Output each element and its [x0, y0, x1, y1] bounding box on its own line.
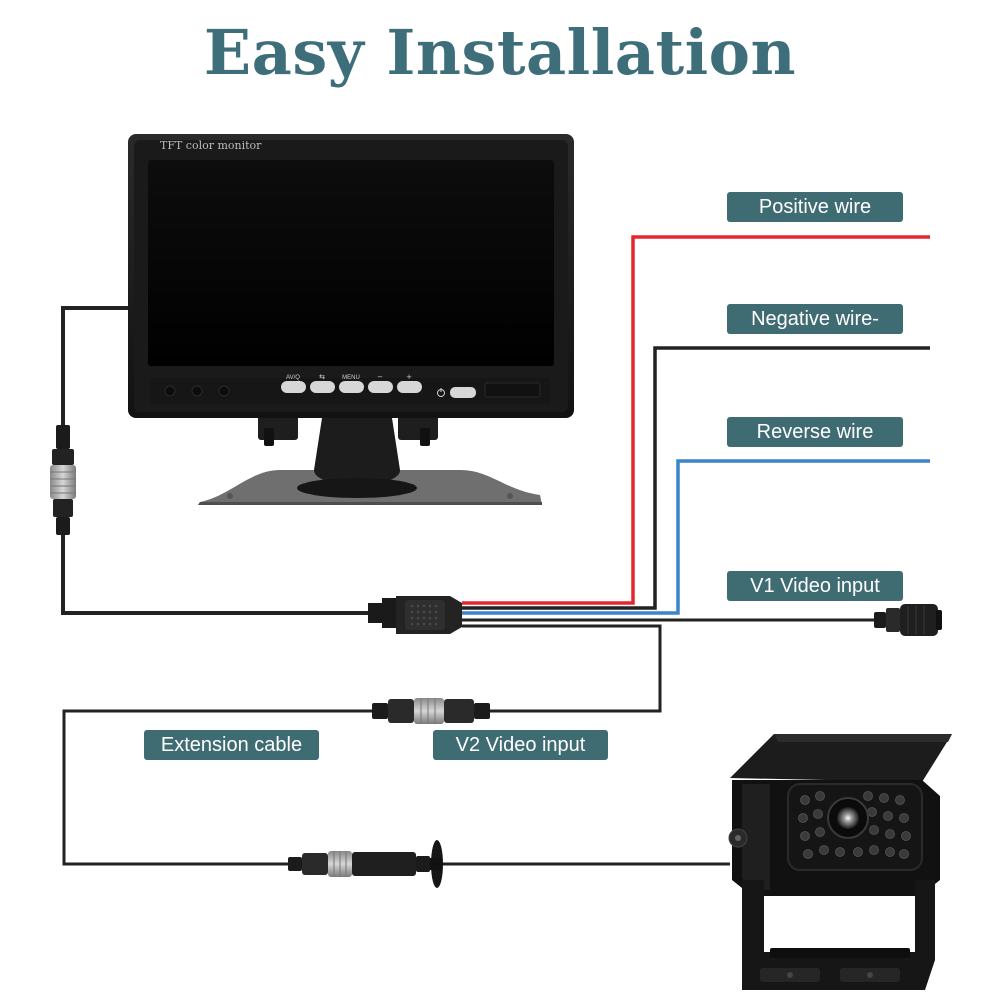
- monitor-aviation-connector: [50, 425, 76, 535]
- extension-cable-label: Extension cable: [144, 730, 319, 760]
- negative-wire: [462, 346, 930, 610]
- monitor-button-label: MENU: [342, 375, 360, 381]
- monitor-button-label: +: [406, 373, 412, 381]
- backup-camera: [728, 734, 952, 990]
- v2-video-connector: [372, 698, 490, 724]
- monitor-button-menu[interactable]: [339, 381, 364, 393]
- v2-video-cable: [462, 624, 662, 713]
- monitor-power-button[interactable]: [450, 387, 476, 398]
- v1-video-input-label: V1 Video input: [727, 571, 903, 601]
- reverse-wire: [462, 459, 930, 615]
- extension-cable-connector: [288, 840, 443, 888]
- monitor-button-row: AV/Q ⇆ MENU − +: [281, 373, 476, 398]
- positive-wire-label: Positive wire: [727, 192, 903, 222]
- extension-cable: [62, 709, 730, 866]
- page-title: Easy Installation: [203, 16, 797, 89]
- wire-junction-box: [368, 596, 462, 634]
- negative-wire-label: Negative wire-: [727, 304, 903, 334]
- tft-monitor: [128, 134, 574, 505]
- monitor-brand-text: TFT color monitor: [160, 139, 262, 152]
- monitor-cable: [61, 306, 372, 615]
- power-icon: [437, 388, 445, 397]
- monitor-button-label: AV/Q: [286, 375, 300, 381]
- monitor-button-label: ⇆: [319, 373, 325, 381]
- monitor-button-av[interactable]: [281, 381, 306, 393]
- monitor-button-plus[interactable]: [397, 381, 422, 393]
- monitor-button-label: −: [377, 373, 383, 381]
- v2-video-input-label: V2 Video input: [433, 730, 608, 760]
- v1-video-connector: [874, 604, 942, 636]
- monitor-button-minus[interactable]: [368, 381, 393, 393]
- reverse-wire-label: Reverse wire: [727, 417, 903, 447]
- monitor-button-switch[interactable]: [310, 381, 335, 393]
- positive-wire: [462, 235, 930, 605]
